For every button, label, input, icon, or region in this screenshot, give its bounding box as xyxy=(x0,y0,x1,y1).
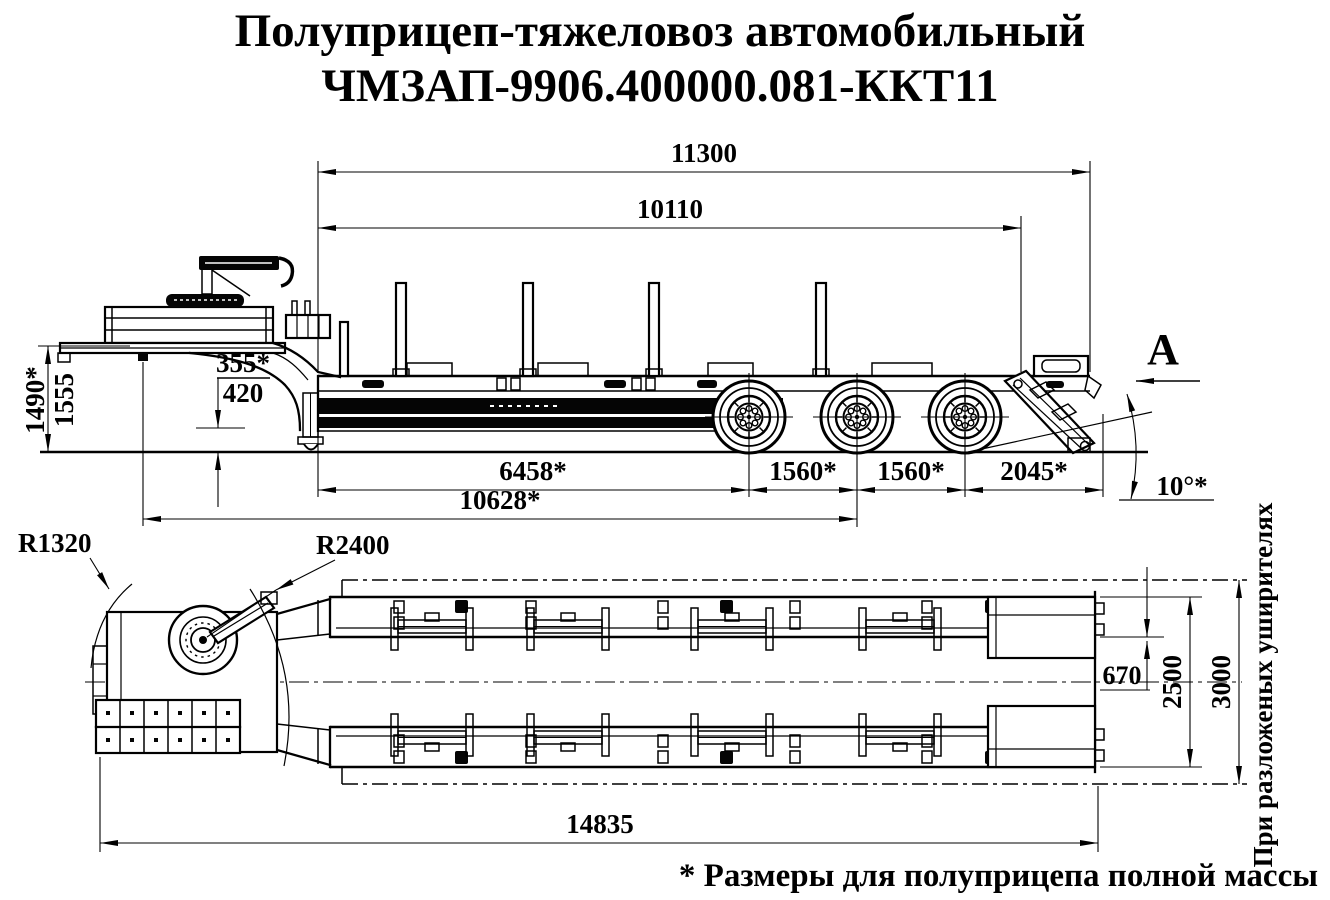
kingpin xyxy=(138,353,148,361)
view-a-label: А xyxy=(1147,325,1179,374)
title-line-2: ЧМЗАП-9906.400000.081-ККТ11 xyxy=(321,60,998,112)
dim-loadheight-laden: 355* xyxy=(216,348,270,378)
dim-center-to-rail: 670 xyxy=(1103,661,1142,690)
dim-height-unladen: 1555 xyxy=(49,373,79,427)
dim-platform-length: 10110 xyxy=(637,194,703,224)
dim-extended-width: 3000 xyxy=(1206,655,1236,709)
turntable xyxy=(167,604,239,676)
stake-post xyxy=(644,281,664,378)
dim-kingpin-midaxle: 10628* xyxy=(460,485,541,515)
plan-view: R1320 R2400 14835 670 2500 3000 При разл… xyxy=(18,502,1278,867)
gooseneck-grid xyxy=(94,698,242,755)
side-view: А 10°* 11300 10110 1490* 1555 355* xyxy=(20,138,1214,527)
stake-post xyxy=(518,281,538,378)
title-line-1: Полуприцеп-тяжеловоз автомобильный xyxy=(235,5,1086,57)
rear-ramp xyxy=(1003,354,1102,455)
dim-loadheight-unladen: 420 xyxy=(223,378,264,408)
front-board-post xyxy=(338,320,350,378)
dim-overall-top: 11300 xyxy=(671,138,737,168)
trailer-frame xyxy=(316,320,1090,433)
swing-arc-front xyxy=(90,583,133,669)
footnote: * Размеры для полуприцепа полной массы xyxy=(679,858,1318,894)
dim-height-laden: 1490* xyxy=(20,366,50,434)
dim-overall-length: 14835 xyxy=(566,809,634,839)
dim-radius-swing: R2400 xyxy=(316,530,390,560)
ramp-angle-dimension: 10°* xyxy=(967,393,1214,501)
dim-frame-width: 2500 xyxy=(1157,655,1187,709)
stake-post xyxy=(811,281,831,378)
radius-leaders: R1320 R2400 xyxy=(18,528,390,638)
widener-note: При разложеных уширителях xyxy=(1248,502,1278,867)
dim-ramp-angle: 10°* xyxy=(1156,471,1207,501)
plan-dimensions: 14835 670 2500 3000 При разложеных ушири… xyxy=(99,502,1278,867)
plan-rear-blocks xyxy=(986,595,1105,769)
swing-arc-rear xyxy=(249,588,290,767)
gooseneck-platform xyxy=(57,256,342,432)
side-dimensions: 11300 10110 1490* 1555 355* 420 6458* xyxy=(20,138,1104,527)
stake-post xyxy=(391,281,411,378)
drawing-title: Полуприцеп-тяжеловоз автомобильный ЧМЗАП… xyxy=(235,5,1086,112)
dim-axle-spacing-1: 1560* xyxy=(769,456,837,486)
dim-axle-spacing-2: 1560* xyxy=(877,456,945,486)
spare-wheel-crane xyxy=(199,256,295,297)
view-a-marker: А xyxy=(1136,325,1200,384)
dim-front-axle1: 6458* xyxy=(499,456,567,486)
dim-rear-overhang: 2045* xyxy=(1000,456,1068,486)
dim-radius-front: R1320 xyxy=(18,528,92,558)
plan-gooseneck xyxy=(90,583,290,767)
